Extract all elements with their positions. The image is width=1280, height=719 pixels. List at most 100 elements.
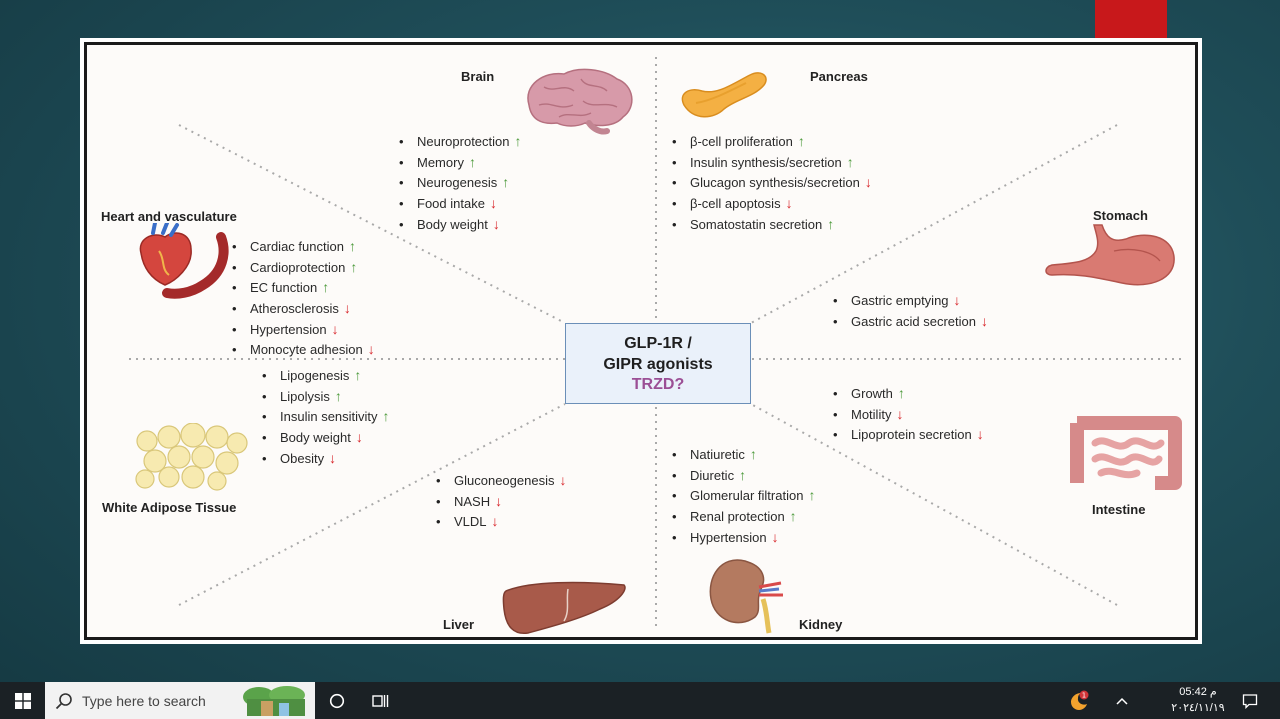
list-item: Hypertension↓	[232, 319, 375, 340]
list-item: Hypertension↓	[672, 527, 815, 548]
search-icon	[55, 692, 72, 709]
list-item: Monocyte adhesion↓	[232, 339, 375, 360]
list-item: Lipolysis↑	[262, 386, 390, 407]
adipose-effects-list: Lipogenesis↑ Lipolysis↑ Insulin sensitiv…	[262, 365, 390, 468]
search-highlight-image	[243, 686, 305, 716]
list-item: Neuroprotection↑	[399, 131, 522, 152]
clock-time: 05:42 م	[1179, 686, 1217, 698]
liver-title: Liver	[443, 617, 475, 632]
taskbar-search-box[interactable]: Type here to search	[45, 682, 315, 719]
notification-badge: 1	[1082, 691, 1086, 699]
up-arrow-icon: ↑	[382, 408, 390, 425]
list-item: Diuretic↑	[672, 465, 815, 486]
heart-icon	[139, 223, 229, 299]
slide-frame: Brain Neuroprotection↑ Memory↑ Neurogene…	[84, 42, 1198, 640]
heart-title: Heart and vasculature	[101, 209, 237, 224]
up-arrow-icon: ↑	[514, 133, 522, 149]
cortana-button[interactable]	[322, 682, 352, 719]
down-arrow-icon: ↓	[896, 405, 904, 422]
adipose-cells-icon	[135, 423, 248, 491]
list-item: Memory↑	[399, 152, 522, 173]
clock-date: ٢٠٢٤/١١/١٩	[1171, 702, 1225, 714]
kidney-effects-list: Natiuretic↑ Diuretic↑ Glomerular filtrat…	[672, 444, 815, 547]
cortana-icon	[329, 693, 345, 708]
center-title-line3: TRZD?	[631, 376, 685, 393]
intestine-icon	[1070, 416, 1182, 490]
list-item: β-cell proliferation↑	[672, 131, 872, 152]
brain-title: Brain	[461, 69, 495, 84]
down-arrow-icon: ↓	[367, 341, 375, 358]
down-arrow-icon: ↓	[771, 528, 779, 545]
list-item: Body weight↓	[262, 427, 390, 448]
stomach-effects-list: Gastric emptying↓ Gastric acid secretion…	[833, 290, 988, 331]
list-item: Glucagon synthesis/secretion↓	[672, 172, 872, 193]
list-item: Lipogenesis↑	[262, 365, 390, 386]
up-arrow-icon: ↑	[502, 174, 510, 191]
down-arrow-icon: ↓	[976, 426, 984, 443]
list-item: Food intake↓	[399, 193, 522, 214]
task-view-icon	[372, 694, 389, 707]
down-arrow-icon: ↓	[953, 292, 961, 308]
up-arrow-icon: ↑	[846, 153, 854, 170]
down-arrow-icon: ↓	[559, 472, 567, 488]
up-arrow-icon: ↑	[468, 153, 476, 170]
taskbar: Type here to search 1 05:4	[0, 682, 1280, 719]
list-item: NASH↓	[436, 491, 566, 512]
center-label-box: GLP-1R / GIPR agonists TRZD?	[565, 323, 751, 404]
up-arrow-icon: ↑	[827, 215, 835, 232]
slide-accent-tab	[1095, 0, 1167, 38]
up-arrow-icon: ↑	[334, 387, 342, 404]
weather-tray-button[interactable]: 1	[1064, 682, 1092, 719]
presentation-slide: Brain Neuroprotection↑ Memory↑ Neurogene…	[80, 38, 1202, 644]
up-arrow-icon: ↑	[789, 508, 797, 525]
down-arrow-icon: ↓	[343, 300, 351, 317]
list-item: Gastric emptying↓	[833, 290, 988, 311]
moon-weather-icon: 1	[1071, 690, 1089, 710]
pancreas-effects-list: β-cell proliferation↑ Insulin synthesis/…	[672, 131, 872, 234]
pancreas-icon	[681, 72, 767, 118]
down-arrow-icon: ↓	[864, 174, 872, 191]
taskbar-clock[interactable]: 05:42 م ٢٠٢٤/١١/١٩	[1165, 684, 1231, 716]
up-arrow-icon: ↑	[808, 487, 816, 504]
list-item: Insulin sensitivity↑	[262, 406, 390, 427]
down-arrow-icon: ↓	[331, 320, 339, 337]
list-item: Natiuretic↑	[672, 444, 815, 465]
intestine-title: Intestine	[1092, 502, 1146, 517]
list-item: VLDL↓	[436, 511, 566, 532]
chevron-up-icon	[1116, 697, 1128, 705]
brain-effects-list: Neuroprotection↑ Memory↑ Neurogenesis↑ F…	[399, 131, 522, 234]
down-arrow-icon: ↓	[492, 215, 500, 232]
list-item: Growth↑	[833, 383, 984, 404]
list-item: Neurogenesis↑	[399, 172, 522, 193]
list-item: Somatostatin secretion↑	[672, 214, 872, 235]
up-arrow-icon: ↑	[350, 258, 358, 275]
center-title-line1: GLP-1R /	[624, 335, 692, 352]
down-arrow-icon: ↓	[329, 449, 337, 466]
down-arrow-icon: ↓	[489, 195, 497, 212]
list-item: Renal protection↑	[672, 506, 815, 527]
stomach-title: Stomach	[1093, 208, 1148, 223]
up-arrow-icon: ↑	[739, 466, 747, 483]
list-item: Gastric acid secretion↓	[833, 311, 988, 332]
windows-start-icon	[14, 692, 31, 709]
task-view-button[interactable]	[366, 682, 396, 719]
list-item: EC function↑	[232, 277, 375, 298]
pancreas-title: Pancreas	[810, 69, 868, 84]
list-item: Glomerular filtration↑	[672, 485, 815, 506]
down-arrow-icon: ↓	[355, 429, 363, 446]
up-arrow-icon: ↑	[322, 279, 330, 296]
up-arrow-icon: ↑	[749, 446, 757, 462]
down-arrow-icon: ↓	[981, 312, 988, 329]
down-arrow-icon: ↓	[495, 492, 503, 509]
down-arrow-icon: ↓	[785, 195, 793, 212]
show-hidden-icons-button[interactable]	[1110, 682, 1134, 719]
adipose-title: White Adipose Tissue	[102, 500, 237, 515]
kidney-title: Kidney	[799, 617, 843, 632]
heart-effects-list: Cardiac function↑ Cardioprotection↑ EC f…	[232, 236, 375, 360]
action-center-button[interactable]	[1236, 682, 1264, 719]
list-item: Atherosclerosis↓	[232, 298, 375, 319]
stomach-icon	[1045, 224, 1175, 286]
list-item: Cardiac function↑	[232, 236, 375, 257]
windows-start-button[interactable]	[0, 682, 45, 719]
up-arrow-icon: ↑	[348, 238, 356, 254]
